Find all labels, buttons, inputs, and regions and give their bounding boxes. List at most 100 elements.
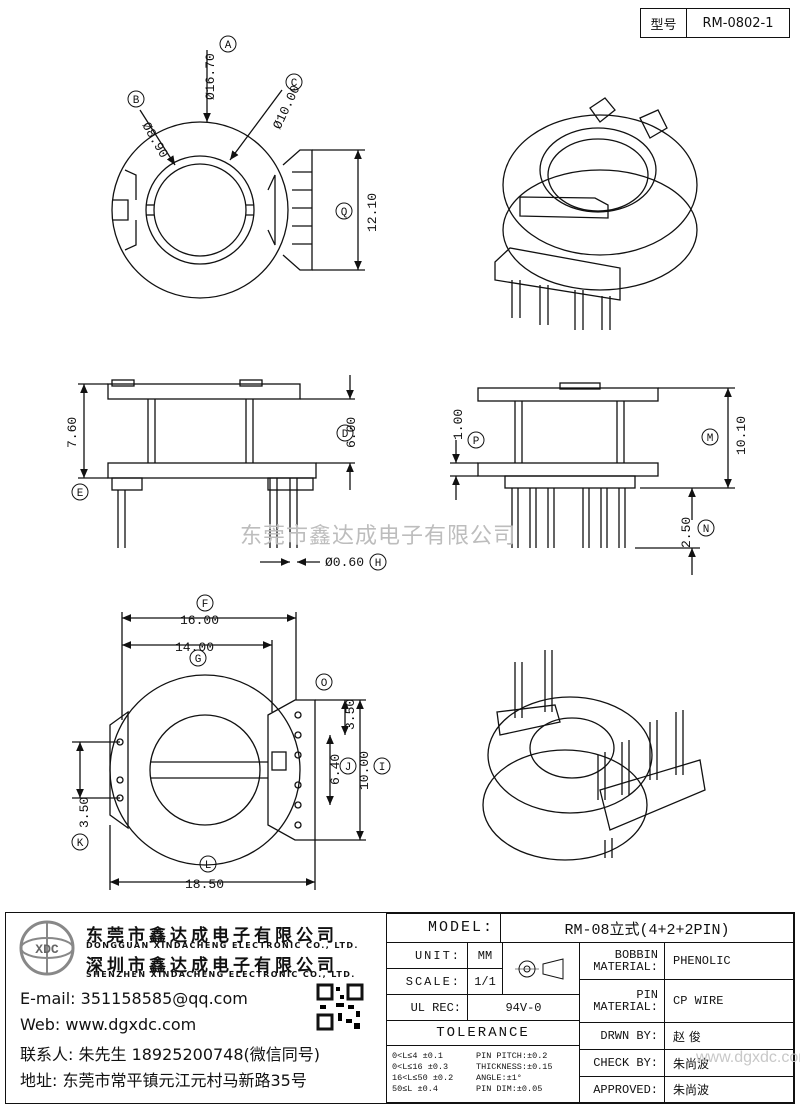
model-label: MODEL: [386, 913, 501, 943]
dim-p3: 10.00 [357, 751, 372, 790]
svg-text:K: K [77, 838, 84, 850]
company-name-1: 东莞市鑫达成电子有限公司 [86, 926, 338, 946]
web-text: Web: www.dgxdc.com [20, 1015, 197, 1034]
inner-hole-circle [153, 163, 247, 257]
callout-J: J [339, 757, 357, 775]
dim-p2: 6.40 [328, 754, 343, 785]
dim-front-h1: 1.00 [451, 409, 466, 440]
callout-O: O [315, 673, 333, 691]
model-code-box: 型号 RM-0802-1 [640, 8, 790, 38]
unit-value: MM [467, 942, 503, 969]
watermark-url: www.dgxdc.com [696, 1049, 800, 1066]
scale-label: SCALE: [386, 968, 468, 995]
dim-w2: 14.00 [175, 640, 214, 655]
projection-symbol [502, 942, 580, 995]
callout-G: G [189, 649, 207, 667]
front-view [450, 382, 735, 575]
email-text: E-mail: 351158585@qq.com [20, 989, 248, 1008]
callout-D: D [336, 424, 354, 442]
company-en-1: DONGGUAN XINDACHENG ELECTRONIC CO., LTD. [86, 941, 359, 950]
dim-d2: Ø10.00 [270, 83, 303, 132]
svg-text:Q: Q [341, 207, 348, 219]
dim-p4: 3.50 [77, 797, 92, 828]
dim-w3: 18.50 [185, 877, 224, 892]
bobbin-value: PHENOLIC [664, 942, 794, 980]
dim-h-top: 12.10 [365, 193, 380, 232]
dim-d3: Ø8.90 [139, 120, 171, 161]
dim-front-h2: 10.10 [734, 416, 749, 455]
svg-text:B: B [133, 95, 140, 107]
company-en-2: SHENZHEN XINDACHENG ELECTRONIC CO., LTD. [86, 970, 356, 979]
svg-text:XDC: XDC [35, 942, 59, 957]
type-label: 型号 [641, 9, 687, 37]
technical-drawing: Ø16.70 Ø10.00 Ø8.90 12.10 7.60 6.00 Ø0.6… [65, 35, 749, 892]
isometric-view-top [494, 97, 698, 330]
ul-value: 94V-0 [467, 994, 580, 1021]
callout-M: M [701, 428, 719, 446]
pin-block [494, 247, 621, 301]
dim-front-h3: 2.50 [679, 517, 694, 548]
svg-text:O: O [321, 678, 328, 690]
svg-text:I: I [379, 762, 386, 774]
tol-row: 0<L≤16 ±0.3 [392, 1062, 449, 1072]
approved-label: APPROVED: [579, 1076, 665, 1103]
callout-K: K [71, 833, 89, 851]
isometric-view-bottom [482, 650, 706, 861]
tolerance-ranges: 0<L≤4 ±0.1 0<L≤16 ±0.3 16<L≤50 ±0.2 50≤L… [392, 1051, 453, 1095]
callout-Q: Q [335, 202, 353, 220]
svg-text:D: D [342, 429, 349, 441]
scale-value: 1/1 [467, 968, 503, 995]
bottom-view [72, 612, 366, 890]
callout-C: C [285, 73, 303, 91]
callout-F: F [196, 594, 214, 612]
watermark-text: 东莞市鑫达成电子有限公司 [240, 524, 517, 549]
callout-B: B [127, 90, 145, 108]
svg-text:L: L [205, 860, 212, 872]
tol-item: PIN PITCH:±0.2 [476, 1051, 548, 1061]
tol-row: 0<L≤4 ±0.1 [392, 1051, 444, 1061]
svg-text:G: G [195, 654, 202, 666]
svg-text:E: E [77, 488, 84, 500]
drawn-value: 赵 俊 [664, 1022, 794, 1050]
dim-pin: Ø0.60 [325, 555, 364, 570]
tol-row: 50≤L ±0.4 [392, 1084, 438, 1094]
top-view [111, 50, 365, 299]
title-block: XDC 东莞市鑫达成电子有限公司 DONGGUAN XINDACHENG ELE… [5, 912, 800, 1104]
tol-item: THICKNESS:±0.15 [476, 1062, 553, 1072]
flange-outer-circle [111, 121, 289, 299]
approved-value: 朱尚波 [664, 1076, 794, 1103]
svg-text:N: N [703, 524, 710, 536]
pin-header-block [282, 149, 313, 271]
company-logo: XDC [19, 920, 75, 976]
core-hole-circle [145, 155, 255, 265]
pin-material-value: CP WIRE [664, 979, 794, 1023]
tolerance-items: PIN PITCH:±0.2 THICKNESS:±0.15 ANGLE:±1°… [476, 1051, 553, 1095]
dim-w1: 16.00 [180, 613, 219, 628]
model-value: RM-08立式(4+2+2PIN) [500, 913, 794, 943]
callout-A: A [219, 35, 237, 53]
svg-text:P: P [473, 436, 480, 448]
callout-P: P [467, 431, 485, 449]
tolerance-label: TOLERANCE [386, 1020, 580, 1046]
pin-row-bottom [599, 759, 706, 831]
check-label: CHECK BY: [579, 1049, 665, 1077]
svg-text:C: C [291, 78, 298, 90]
address-text: 地址: 东莞市常平镇元江元村马新路35号 [20, 1071, 307, 1090]
tol-item: PIN DIM:±0.05 [476, 1084, 543, 1094]
qr-code [316, 983, 364, 1031]
tol-row: 16<L≤50 ±0.2 [392, 1073, 454, 1083]
unit-label: UNIT: [386, 942, 468, 969]
svg-text:A: A [225, 40, 232, 52]
dim-d1: Ø16.70 [203, 53, 218, 100]
callout-H: H [369, 553, 387, 571]
svg-text:J: J [345, 762, 352, 774]
dim-side-h1: 7.60 [65, 417, 80, 448]
company-name-2: 深圳市鑫达成电子有限公司 [86, 956, 338, 976]
svg-text:F: F [202, 599, 209, 611]
dim-p1: 3.50 [343, 699, 358, 730]
svg-text:H: H [375, 558, 382, 570]
tab-front [519, 196, 609, 219]
side-view [78, 375, 355, 566]
callout-L: L [199, 855, 217, 873]
